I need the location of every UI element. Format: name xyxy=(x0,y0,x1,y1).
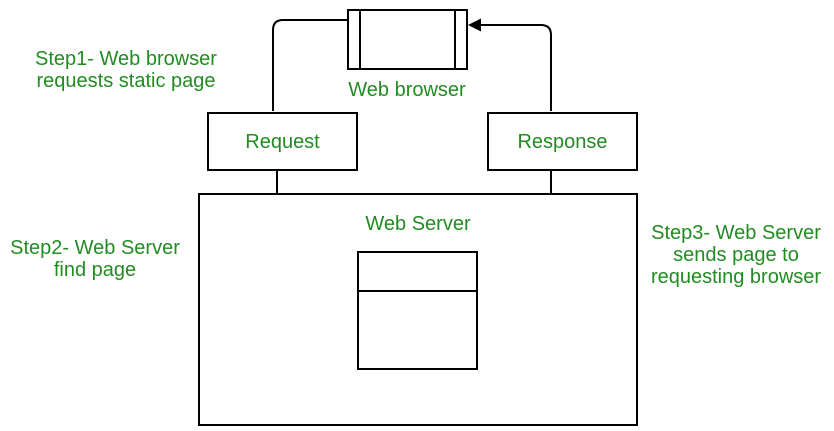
request-label: Request xyxy=(245,130,320,153)
annotation-step1: Step1- Web browser requests static page xyxy=(15,48,237,92)
page-stack-divider xyxy=(359,290,476,292)
annotation-step3-line1: Step3- Web Server xyxy=(651,222,821,244)
web-server-label: Web Server xyxy=(365,213,471,235)
web-browser-label: Web browser xyxy=(348,79,466,101)
page-stack-icon xyxy=(357,251,478,370)
response-label: Response xyxy=(517,130,608,153)
annotation-step1-line2: requests static page xyxy=(36,70,216,92)
response-box: Response xyxy=(487,112,638,171)
web-server-box xyxy=(198,193,638,426)
request-box: Request xyxy=(207,112,358,171)
annotation-step3-line2: sends page to xyxy=(673,244,799,266)
annotation-step3-line3: requesting browser xyxy=(650,266,822,288)
annotation-step1-line1: Step1- Web browser xyxy=(35,48,217,70)
annotation-step3: Step3- Web Server sends page to requesti… xyxy=(638,222,834,288)
web-browser-icon xyxy=(347,9,468,70)
connector-browser-to-request-line xyxy=(272,19,347,111)
connector-response-to-browser-line xyxy=(481,24,552,111)
browser-icon-left-stripe xyxy=(359,11,361,68)
annotation-step2-line2: find page xyxy=(53,259,137,281)
arrowhead-into-browser xyxy=(468,18,481,32)
annotation-step2: Step2- Web Server find page xyxy=(0,237,190,281)
browser-icon-right-stripe xyxy=(454,11,456,68)
annotation-step2-line1: Step2- Web Server xyxy=(10,237,180,259)
